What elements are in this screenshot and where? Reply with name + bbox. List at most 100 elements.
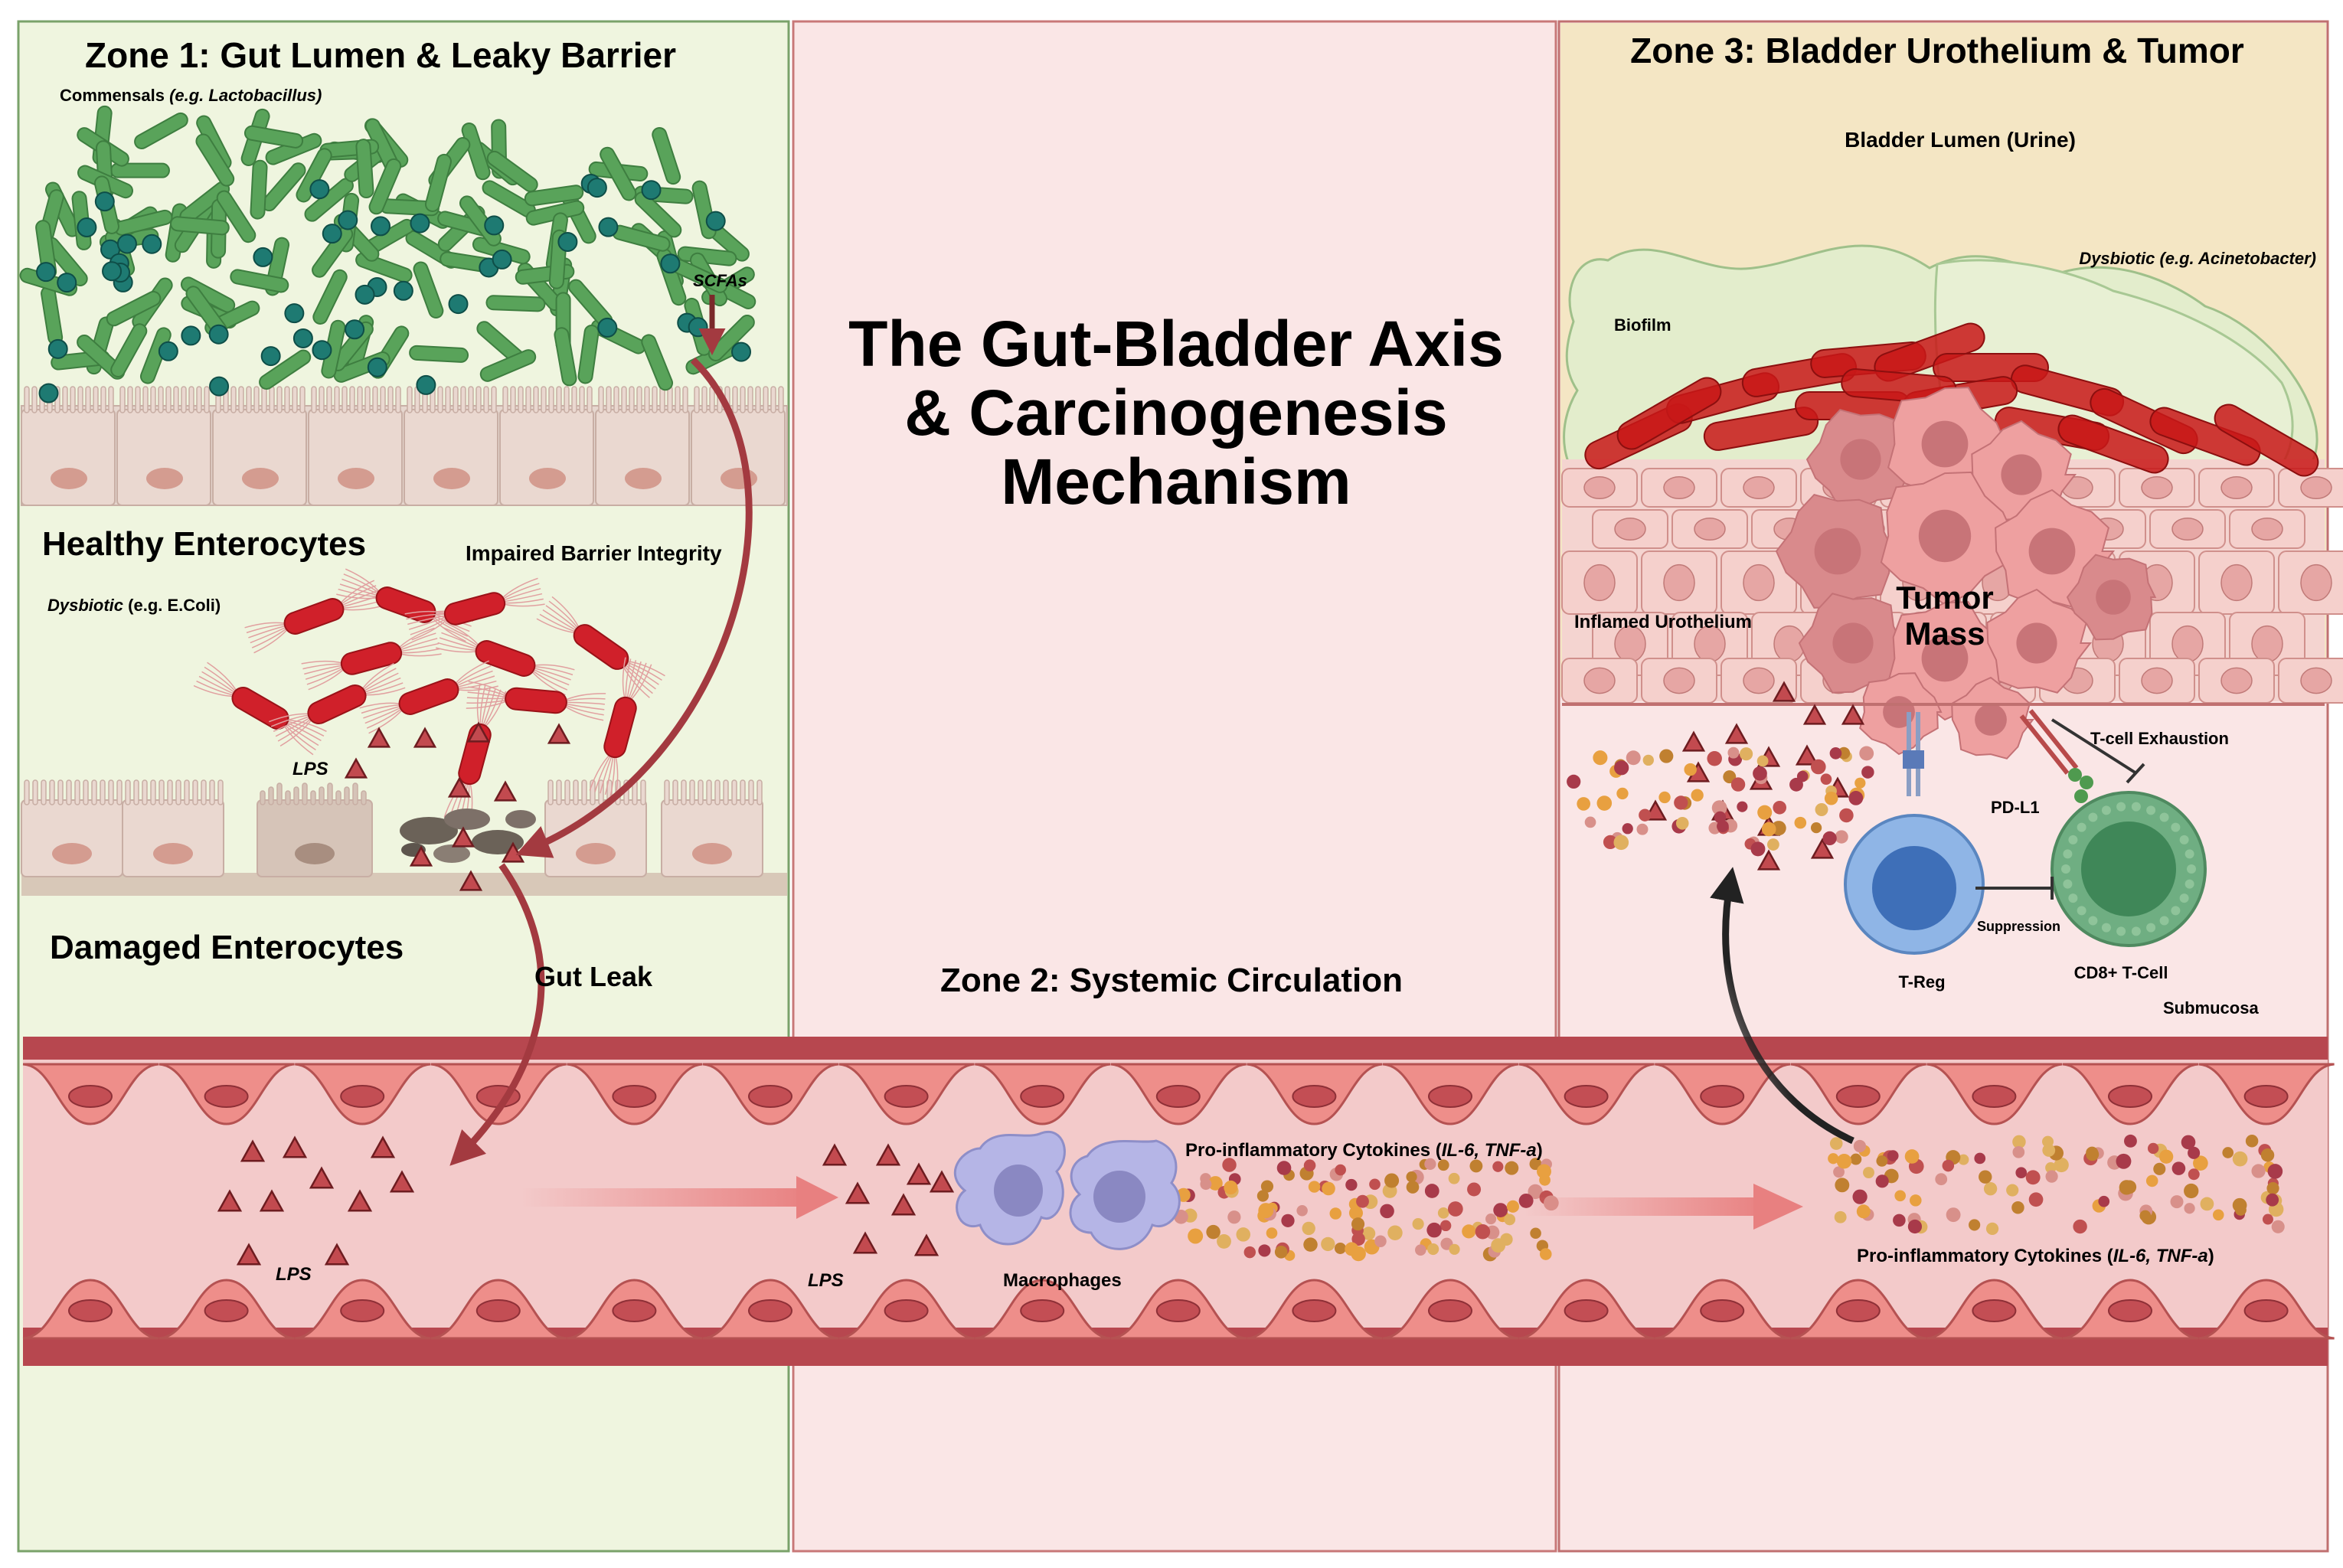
microvillus <box>667 386 673 413</box>
flagellum <box>534 668 571 681</box>
cytokine <box>1351 1217 1365 1231</box>
endothelial-nucleus <box>1428 1085 1472 1108</box>
microvillus <box>344 786 350 805</box>
lps-triangle <box>1810 838 1835 859</box>
flagellum <box>479 685 486 724</box>
flagellum <box>362 662 394 689</box>
endothelial-nucleus <box>1564 1299 1609 1322</box>
flagellum <box>401 653 442 657</box>
lps-triangle <box>389 1170 415 1193</box>
tumor-mass <box>1775 387 2157 760</box>
flagellum <box>308 669 344 691</box>
scfa-molecule <box>208 324 229 345</box>
endothelial-nucleus <box>748 1299 792 1322</box>
urothelial-nucleus <box>2300 564 2332 602</box>
cytokine <box>1674 795 1688 810</box>
dysbiotic-acinetobacter-label: Dysbiotic (e.g. Acinetobacter) <box>2079 249 2316 268</box>
urothelial-nucleus <box>2171 625 2204 663</box>
flagellum <box>476 684 481 724</box>
enterocyte-cell <box>691 409 786 506</box>
microvillus <box>706 779 712 805</box>
cytokine <box>1876 1155 1888 1167</box>
endothelial-nucleus <box>68 1085 113 1108</box>
microvillus <box>173 386 179 413</box>
cytokine <box>2181 1135 2196 1150</box>
microvillus <box>311 386 317 413</box>
microvillus <box>748 779 754 805</box>
cytokine <box>1506 1200 1520 1213</box>
cytokine <box>2012 1146 2025 1158</box>
commensal-bacterium <box>479 349 537 382</box>
cytokine <box>1528 1184 1543 1200</box>
lps-triangle <box>890 1193 917 1216</box>
commensal-bacterium <box>641 334 674 391</box>
tumor-label-line2: Mass <box>1904 616 1985 652</box>
ecoli-body <box>505 687 567 714</box>
cytokine <box>2266 1182 2279 1195</box>
microvillus <box>175 779 181 805</box>
cytokine <box>1853 1139 1867 1153</box>
microvillus <box>217 779 224 805</box>
cytokine <box>1626 750 1641 766</box>
tumor-nucleus <box>1840 439 1881 480</box>
microvillus <box>269 386 275 413</box>
cytokine <box>1462 1224 1476 1239</box>
commensal-bacterium <box>195 133 235 187</box>
flagellum <box>365 682 404 694</box>
flagellum <box>341 580 375 603</box>
cytokine <box>1833 1166 1845 1178</box>
flagellum <box>198 675 234 694</box>
granule <box>2131 802 2141 812</box>
flagellum <box>289 719 327 732</box>
microvillus <box>158 386 164 413</box>
lps-triangle <box>451 826 475 848</box>
cytokine <box>1935 1173 1948 1186</box>
endothelial-nucleus <box>340 1085 385 1108</box>
commensal-bacterium <box>554 327 577 387</box>
cytokine <box>1854 777 1866 789</box>
lps-triangle <box>370 1135 396 1158</box>
cytokine <box>1303 1237 1318 1252</box>
flagellum <box>456 670 493 687</box>
cytokine <box>1753 766 1767 781</box>
flagellum <box>304 665 342 675</box>
microvillus <box>564 386 570 413</box>
microvillus <box>483 386 489 413</box>
enterocyte-cell <box>116 409 211 506</box>
urothelial-nucleus <box>2171 517 2204 541</box>
lps-triangle <box>929 1170 955 1193</box>
cytokine <box>1424 1184 1439 1198</box>
ecoli-bacterium <box>589 657 652 798</box>
endothelial-nucleus <box>1835 1085 1881 1108</box>
microvillus <box>460 386 466 413</box>
cytokine <box>1717 820 1729 833</box>
microvillus <box>740 779 746 805</box>
cytokine <box>1737 801 1748 812</box>
commensal-bacterium <box>170 216 230 236</box>
cytokine <box>1188 1228 1204 1244</box>
scfa-molecule <box>410 213 430 234</box>
cytokine <box>1296 1205 1308 1217</box>
microvillus <box>475 386 482 413</box>
cytokine <box>1493 1203 1508 1218</box>
microvillus <box>361 790 367 805</box>
cytokine <box>1593 750 1608 766</box>
cytokine <box>1492 1161 1504 1172</box>
microvillus <box>326 386 332 413</box>
cytokine <box>1757 805 1773 820</box>
scfa-molecule <box>598 217 619 237</box>
ecoli-body <box>573 624 629 670</box>
enterocyte-nucleus <box>295 843 335 864</box>
microvillus <box>230 386 237 413</box>
cytokine <box>1351 1232 1365 1246</box>
lps-triangle <box>852 1231 878 1254</box>
urothelial-nucleus <box>1743 667 1775 694</box>
microvillus <box>31 386 38 413</box>
lps-triangle <box>493 780 518 802</box>
microvillus <box>598 386 604 413</box>
cytokine <box>1256 1190 1269 1202</box>
lps-triangle <box>1756 849 1781 871</box>
pd-l1-receptor <box>2019 709 2093 803</box>
flagellum <box>459 685 498 691</box>
enterocyte-nucleus <box>146 468 183 489</box>
